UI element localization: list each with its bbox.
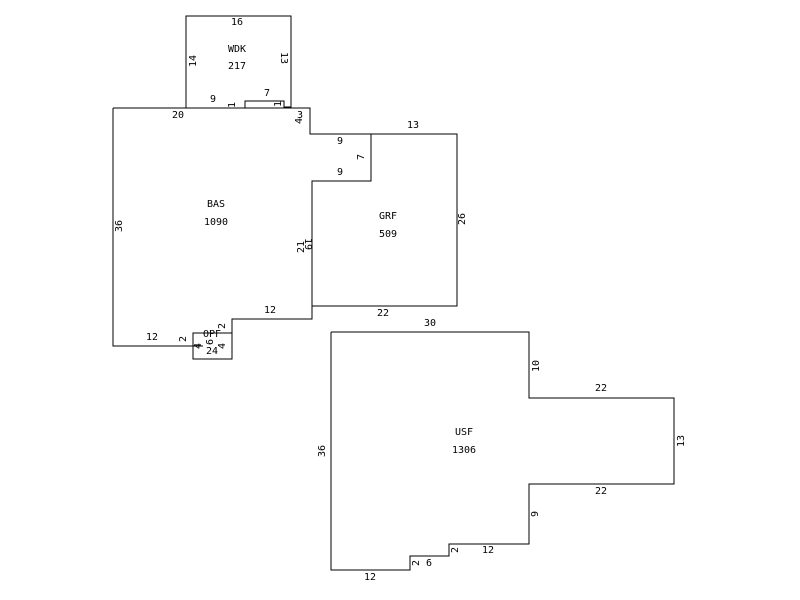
usf-area: USF 1306 30 36 10 22 13 22 9 12 2 6 2 12 xyxy=(317,318,687,583)
bas-notch-b-dim: 4 xyxy=(294,118,305,124)
usf-wing-right-dim: 13 xyxy=(676,435,687,447)
grf-area-label: 509 xyxy=(379,229,397,240)
bas-notch-a-dim: 3 xyxy=(297,110,303,121)
grf-top-dim: 13 xyxy=(407,120,419,131)
usf-code-label: USF xyxy=(455,427,473,438)
usf-bottom-c-dim: 12 xyxy=(482,545,494,556)
wdk-bottom-b-dim: 7 xyxy=(264,88,270,99)
bas-code-label: BAS xyxy=(207,199,225,210)
opf-inner-dim: 6 xyxy=(205,339,216,345)
opf-code-label: OPF xyxy=(203,329,221,340)
wdk-area-label: 217 xyxy=(228,61,246,72)
bas-left-dim: 36 xyxy=(114,220,125,232)
usf-wing-bottom-dim: 22 xyxy=(595,486,607,497)
bas-top-dim: 20 xyxy=(172,110,184,121)
usf-top-dim: 30 xyxy=(424,318,436,329)
usf-step-a-dim: 2 xyxy=(411,560,422,566)
grf-code-label: GRF xyxy=(379,211,397,222)
grf-area: GRF 509 9 7 9 13 26 22 xyxy=(312,120,468,319)
wdk-code-label: WDK xyxy=(228,44,246,55)
usf-wing-top-dim: 22 xyxy=(595,383,607,394)
usf-area-label: 1306 xyxy=(452,445,476,456)
grf-top-left-dim: 9 xyxy=(337,136,343,147)
usf-left-dim: 36 xyxy=(317,445,328,457)
bas-area-label: 1090 xyxy=(204,217,228,228)
usf-bottom-b-dim: 6 xyxy=(426,558,432,569)
bas-bottom-dim: 12 xyxy=(146,332,158,343)
wdk-left-dim: 14 xyxy=(188,55,199,67)
wdk-outline xyxy=(185,15,292,109)
usf-step-b-dim: 2 xyxy=(450,547,461,553)
bas-area: BAS 1090 20 36 3 4 12 12 21 19 2 xyxy=(112,107,372,347)
opf-top-right-dim: 2 xyxy=(217,323,228,329)
wdk-step-b-dim: 1 xyxy=(273,101,284,107)
wdk-area: WDK 217 16 14 13 9 1 7 1 xyxy=(185,15,292,109)
grf-right-dim: 26 xyxy=(457,213,468,225)
usf-right-top-dim: 10 xyxy=(531,360,542,372)
grf-notch-dim: 7 xyxy=(356,154,367,160)
opf-left-dim: 4 xyxy=(193,343,204,349)
bas-inner-right-b-dim: 19 xyxy=(302,238,313,250)
grf-inner-top-dim: 9 xyxy=(337,167,343,178)
wdk-top-dim: 16 xyxy=(231,17,243,28)
usf-right-bottom-dim: 9 xyxy=(530,511,541,517)
grf-bottom-dim: 22 xyxy=(377,308,389,319)
wdk-bottom-a-dim: 9 xyxy=(210,94,216,105)
bas-step-dim: 2 xyxy=(178,336,189,342)
usf-bottom-a-dim: 12 xyxy=(364,572,376,583)
bas-inner-right-a-dim: 21 xyxy=(296,241,307,253)
opf-right-dim: 4 xyxy=(217,343,228,349)
wdk-step-a-dim: 1 xyxy=(227,102,238,108)
bas-right-bottom-dim: 12 xyxy=(264,305,276,316)
grf-outline xyxy=(312,133,458,307)
opf-area-label: 24 xyxy=(206,346,218,357)
usf-outline xyxy=(330,331,675,571)
opf-area: OPF 24 4 6 4 2 xyxy=(192,323,233,360)
bas-outline xyxy=(112,107,372,347)
wdk-right-dim: 13 xyxy=(278,52,289,64)
